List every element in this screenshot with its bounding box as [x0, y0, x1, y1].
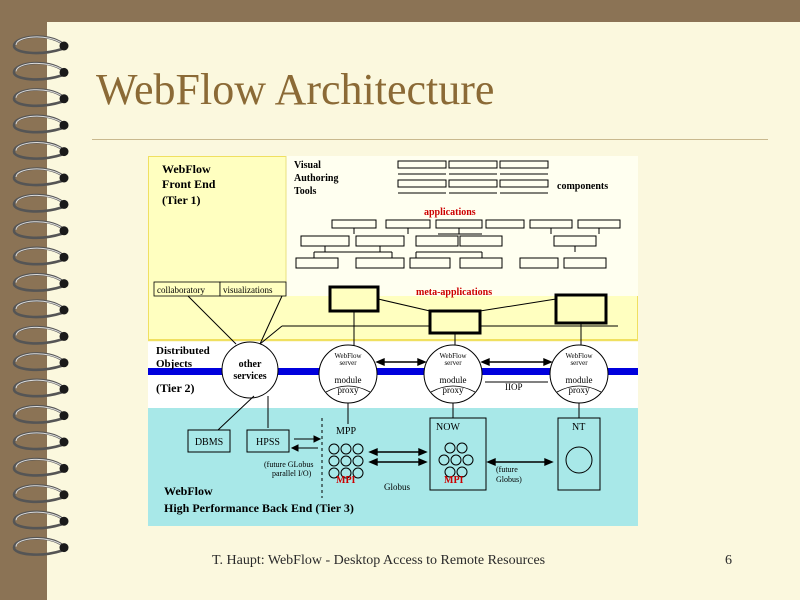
tier2-name-line2: Objects — [156, 358, 193, 370]
other-services-line1: other — [239, 359, 262, 370]
dbms-box — [187, 429, 231, 453]
components-label: components — [557, 181, 608, 192]
globus-label: Globus — [384, 482, 411, 492]
server-1-proxy-line2: proxy — [338, 385, 359, 395]
binding-ring — [12, 273, 69, 292]
binding-ring — [12, 457, 69, 477]
binding-ring — [12, 220, 69, 240]
architecture-diagram: WebFlow Front End (Tier 1) Visual Author… — [148, 156, 638, 526]
webflow-server-node-1: WebFlow server module proxy — [318, 344, 378, 404]
binding-ring — [12, 246, 69, 266]
future-globus-line1: (future — [496, 465, 518, 474]
binding-ring — [12, 537, 69, 556]
binding-ring — [12, 352, 69, 372]
meta-application-box-2 — [428, 309, 482, 335]
slide-title: WebFlow Architecture — [96, 65, 495, 114]
other-services-line2: services — [233, 371, 266, 382]
server-1-label-line2: server — [339, 359, 357, 367]
nt-node — [565, 446, 593, 474]
future-globus-line2: Globus) — [496, 475, 522, 484]
tier1-name-line1: WebFlow — [162, 162, 211, 176]
tier3-name-line1: WebFlow — [164, 484, 213, 498]
binding-ring — [12, 141, 69, 160]
webflow-server-node-3: WebFlow server module proxy — [549, 344, 609, 404]
future-globus-parallel-line2: parallel I/O) — [272, 469, 312, 478]
slide-footer: T. Haupt: WebFlow - Desktop Access to Re… — [212, 553, 546, 568]
tier2-name-line1: Distributed — [156, 345, 210, 357]
binding-ring — [12, 114, 69, 134]
application-tree-right — [519, 219, 621, 269]
hpss-arrows — [290, 435, 322, 452]
collaboratory-label: collaboratory — [157, 285, 205, 295]
nt-label: NT — [572, 422, 585, 433]
webflow-server-node-2: WebFlow server module proxy — [423, 344, 483, 404]
binding-ring — [12, 405, 69, 424]
binding-ring — [12, 378, 69, 398]
server-1-label-line1: WebFlow — [334, 352, 362, 360]
tier1-to-tier2-connectors — [187, 295, 582, 346]
applications-label: applications — [424, 207, 476, 218]
future-globus-parallel-line1: (future GLobus — [264, 460, 314, 469]
server-3-label-line1: WebFlow — [565, 352, 593, 360]
now-node-cluster — [438, 442, 474, 478]
meta-applications-label: meta-applications — [416, 287, 492, 298]
tools-label-line1: Visual — [294, 160, 321, 171]
now-nt-arrows — [486, 457, 554, 467]
meta-application-box-3 — [554, 293, 608, 325]
binding-ring — [12, 325, 69, 345]
binding-ring — [12, 431, 69, 451]
binding-ring — [12, 88, 69, 108]
binding-ring — [12, 510, 69, 530]
server-3-proxy-line1: module — [566, 375, 593, 385]
mpp-node-cluster — [328, 443, 364, 479]
visualizations-box — [219, 281, 287, 297]
tier3-connectors — [217, 395, 580, 431]
server-2-proxy-line1: module — [440, 375, 467, 385]
dbms-label: DBMS — [195, 437, 223, 448]
now-box — [429, 417, 487, 491]
binding-ring — [12, 299, 69, 319]
server-2-label-line2: server — [444, 359, 462, 367]
tier3-name-line2: High Performance Back End (Tier 3) — [164, 501, 354, 515]
binding-ring — [12, 484, 69, 504]
tier1-name-line2: Front End — [162, 177, 216, 191]
application-tree-middle — [409, 219, 525, 269]
application-tree-left — [295, 219, 431, 269]
server-1-proxy-line1: module — [335, 375, 362, 385]
tier1-tools-background — [286, 156, 638, 296]
mpi-left-label: MPI — [336, 475, 356, 486]
title-divider — [92, 139, 768, 140]
binding-ring — [12, 167, 69, 187]
page-number: 6 — [725, 553, 732, 568]
spiral-binding — [12, 35, 69, 556]
hpss-box — [246, 429, 290, 453]
server-3-proxy-line2: proxy — [569, 385, 590, 395]
tier2-name-line3: (Tier 2) — [156, 381, 195, 395]
mpp-label: MPP — [336, 426, 356, 437]
mpi-right-label: MPI — [444, 475, 464, 486]
binding-ring — [12, 35, 69, 55]
server-2-proxy-line2: proxy — [443, 385, 464, 395]
binding-ring — [12, 193, 69, 213]
now-label: NOW — [436, 422, 460, 433]
visualizations-label: visualizations — [223, 285, 273, 295]
tier3-background — [148, 408, 638, 526]
tier1-name-line3: (Tier 1) — [162, 193, 201, 207]
mpp-now-arrows — [368, 447, 428, 467]
server-3-label-line2: server — [570, 359, 588, 367]
iiop-label: IIOP — [505, 382, 523, 392]
server-links — [375, 357, 553, 383]
hpss-label: HPSS — [256, 437, 280, 448]
other-services-node — [221, 341, 279, 399]
tools-label-line3: Tools — [294, 186, 317, 197]
meta-application-box-1 — [328, 285, 380, 313]
binding-ring — [12, 61, 69, 81]
server-2-label-line1: WebFlow — [439, 352, 467, 360]
tier2-bus — [148, 368, 638, 375]
component-tree-top — [397, 160, 549, 194]
tools-label-line2: Authoring — [294, 173, 338, 184]
